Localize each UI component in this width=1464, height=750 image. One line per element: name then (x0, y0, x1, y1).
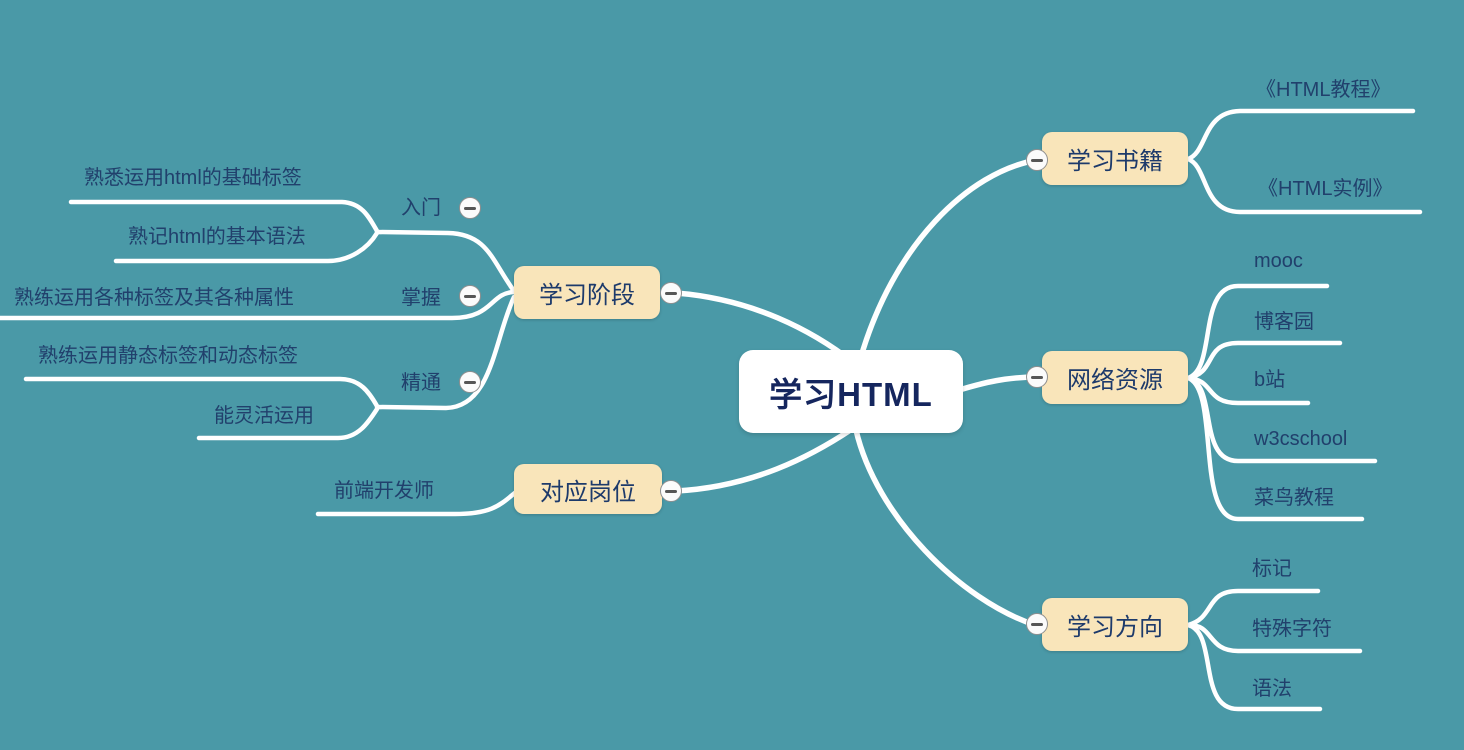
leaf-bzhan[interactable]: b站 (1254, 369, 1286, 391)
minus-icon (1031, 158, 1043, 162)
minus-icon (665, 489, 677, 493)
connector-jingtong-child1 (23, 376, 380, 409)
minus-icon (464, 294, 476, 298)
leaf-html-example-book[interactable]: 《HTML实例》 (1258, 178, 1393, 200)
collapse-icon-books[interactable] (1026, 149, 1048, 171)
collapse-icon-directions[interactable] (1026, 613, 1048, 635)
connector-root-resources (953, 374, 1040, 394)
connector-stages-jingtong (374, 294, 517, 411)
branch-node-books[interactable]: 学习书籍 (1042, 132, 1188, 185)
connector-rumen-child2 (113, 230, 380, 264)
connector-jingtong-child2 (196, 406, 380, 441)
root-node[interactable]: 学习HTML (739, 350, 963, 433)
leaf-basic-tags[interactable]: 熟悉运用html的基础标签 (84, 167, 302, 189)
connector-resources-bokeyuan (1185, 340, 1343, 381)
root-label: 学习HTML (769, 375, 933, 413)
leaf-w3cschool[interactable]: w3cschool (1254, 428, 1348, 450)
connector-directions-yufa (1185, 622, 1323, 712)
branch-label-resources: 网络资源 (1067, 367, 1163, 394)
leaf-cainiao[interactable]: 菜鸟教程 (1254, 487, 1334, 509)
collapse-icon-jingtong[interactable] (459, 371, 481, 393)
connector-root-directions (853, 427, 1038, 628)
leaf-tags-attributes[interactable]: 熟练运用各种标签及其各种属性 (14, 287, 294, 309)
connector-root-books (857, 157, 1040, 363)
leaf-basic-syntax[interactable]: 熟记html的基本语法 (128, 226, 306, 248)
leaf-static-dynamic-tags[interactable]: 熟练运用静态标签和动态标签 (38, 345, 298, 367)
connector-stages-rumen (374, 229, 517, 294)
connector-books-child1 (1185, 108, 1416, 162)
leaf-mooc[interactable]: mooc (1254, 250, 1303, 272)
leaf-bokeyuan[interactable]: 博客园 (1254, 311, 1314, 333)
minus-icon (665, 291, 677, 295)
branch-node-stages[interactable]: 学习阶段 (514, 266, 660, 319)
subnode-rumen[interactable]: 入门 (401, 197, 441, 219)
connector-rumen-child1 (68, 199, 380, 234)
leaf-yufa[interactable]: 语法 (1252, 678, 1292, 700)
subnode-zhangwo[interactable]: 掌握 (401, 287, 441, 309)
connector-resources-mooc (1185, 283, 1330, 381)
minus-icon (464, 380, 476, 384)
leaf-html-tutorial-book[interactable]: 《HTML教程》 (1256, 79, 1391, 101)
branch-label-stages: 学习阶段 (539, 282, 635, 309)
connector-stages-zhangwo (0, 289, 517, 321)
collapse-icon-rumen[interactable] (459, 197, 481, 219)
minus-icon (464, 206, 476, 210)
branch-node-resources[interactable]: 网络资源 (1042, 351, 1188, 404)
leaf-flexible-use[interactable]: 能灵活运用 (214, 405, 314, 427)
minus-icon (1031, 375, 1043, 379)
branch-node-jobs[interactable]: 对应岗位 (514, 464, 662, 514)
minus-icon (1031, 622, 1043, 626)
branch-node-directions[interactable]: 学习方向 (1042, 598, 1188, 651)
leaf-biaoji[interactable]: 标记 (1252, 558, 1292, 580)
leaf-frontend-developer[interactable]: 前端开发师 (334, 480, 434, 502)
connector-books-child2 (1185, 156, 1423, 215)
collapse-icon-zhangwo[interactable] (459, 285, 481, 307)
subnode-jingtong[interactable]: 精通 (401, 372, 441, 394)
connector-resources-cainiao (1185, 375, 1365, 522)
branch-label-directions: 学习方向 (1067, 614, 1163, 641)
collapse-icon-resources[interactable] (1026, 366, 1048, 388)
branch-label-books: 学习书籍 (1067, 148, 1163, 175)
leaf-teshuzifu[interactable]: 特殊字符 (1252, 618, 1332, 640)
connector-root-jobs (673, 426, 855, 494)
branch-label-jobs: 对应岗位 (540, 478, 636, 506)
collapse-icon-jobs[interactable] (660, 480, 682, 502)
connector-directions-teshuzifu (1185, 622, 1363, 654)
connector-directions-biaoji (1185, 588, 1321, 628)
connector-jobs-child (315, 489, 519, 517)
collapse-icon-stages[interactable] (660, 282, 682, 304)
